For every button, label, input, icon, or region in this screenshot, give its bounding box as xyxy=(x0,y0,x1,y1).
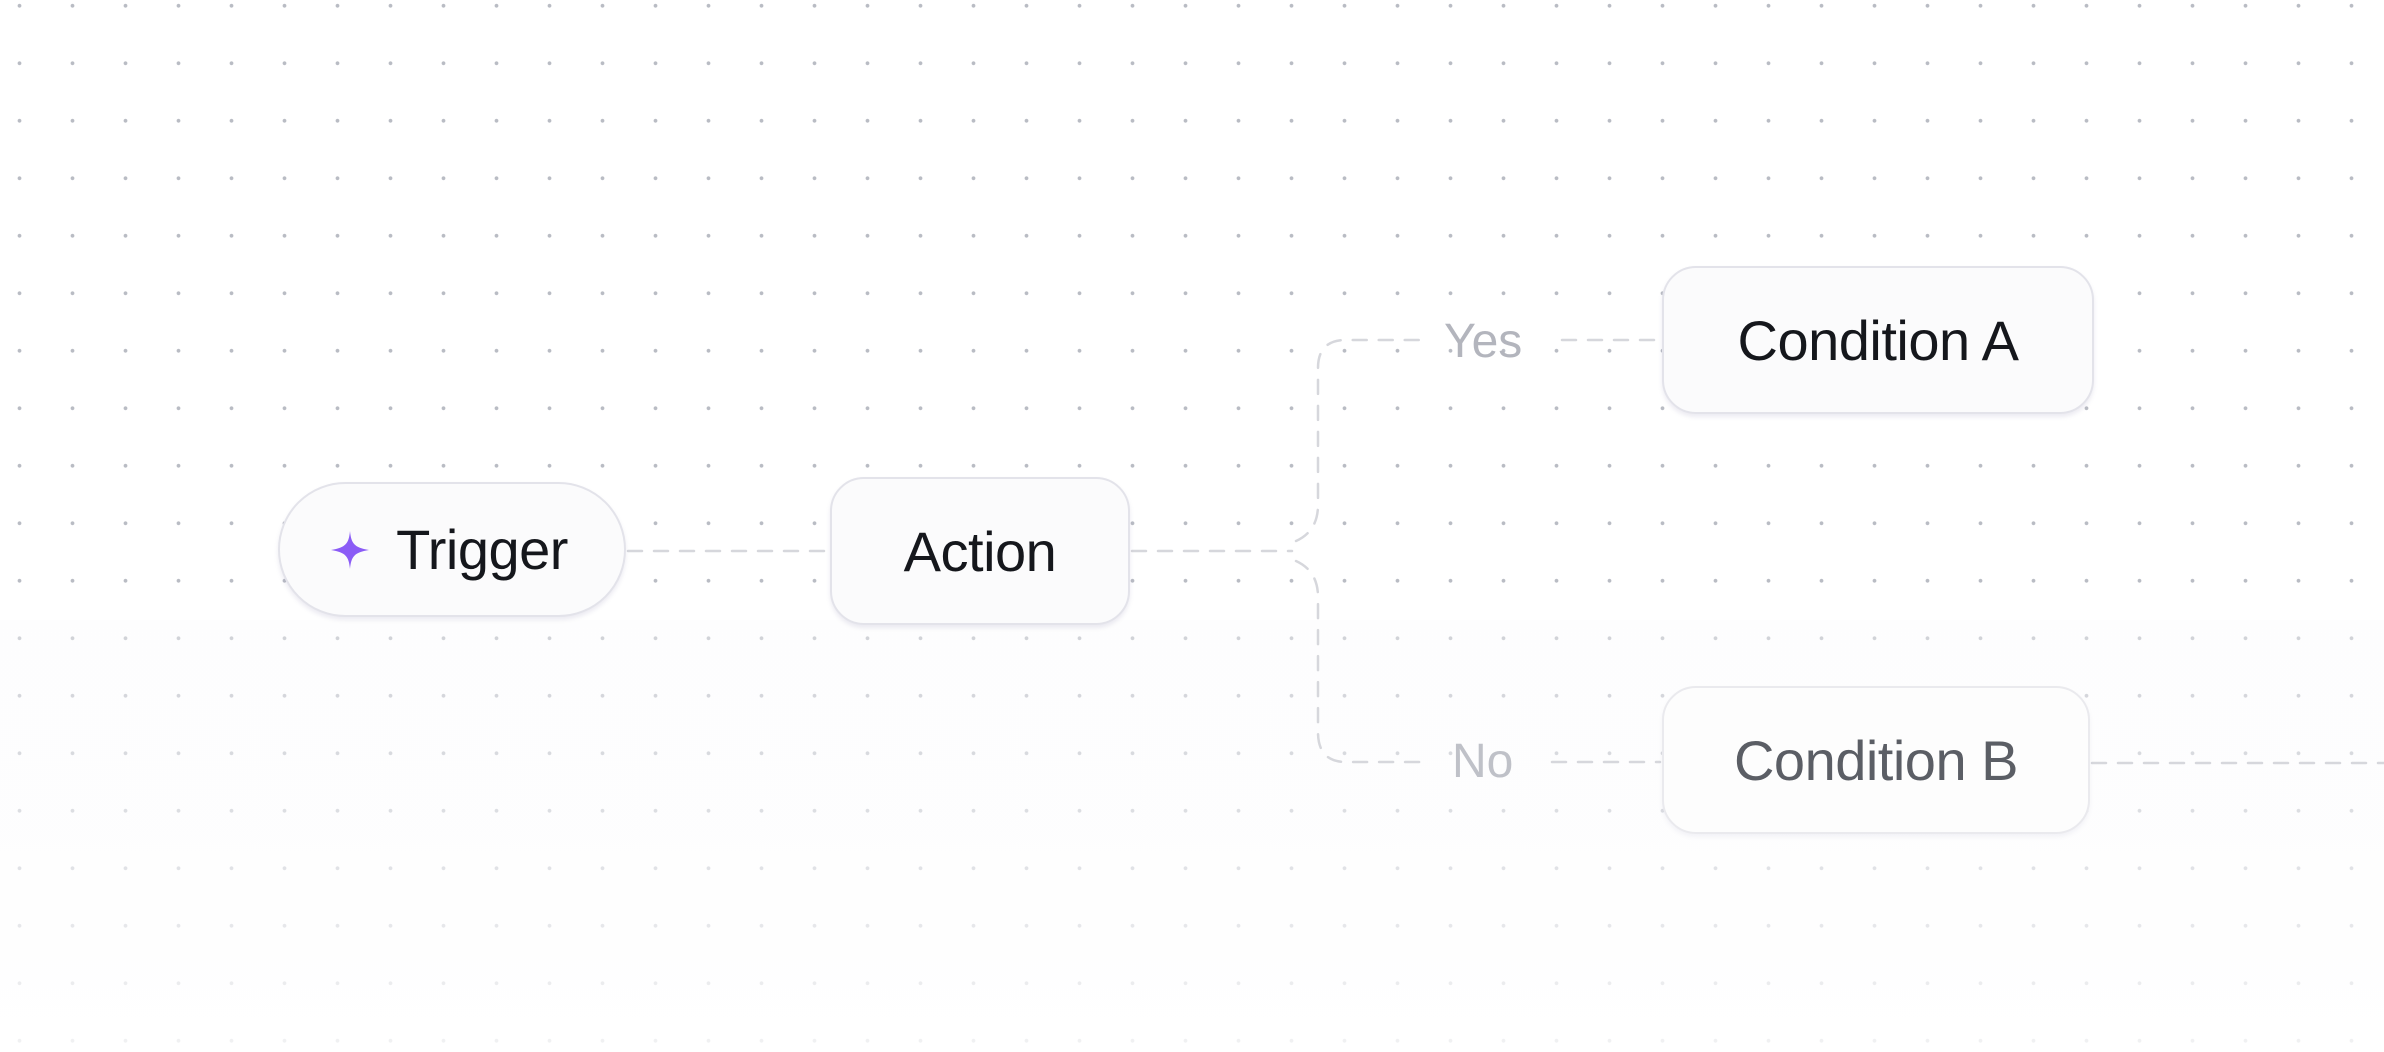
condition-a-node[interactable]: Condition A xyxy=(1662,266,2094,414)
condition-a-node-label: Condition A xyxy=(1737,308,2019,372)
action-node-label: Action xyxy=(903,519,1057,583)
canvas-fade-overlay xyxy=(0,620,2384,1052)
action-node[interactable]: Action xyxy=(830,477,1130,625)
condition-b-node[interactable]: Condition B xyxy=(1662,686,2090,834)
no-branch-label: No xyxy=(1452,735,1514,788)
edge-no-branch xyxy=(1294,559,1432,764)
trigger-node[interactable]: Trigger xyxy=(278,482,626,617)
edge-yes-branch xyxy=(1294,338,1432,543)
condition-b-node-label: Condition B xyxy=(1733,728,2019,792)
sparkle-icon xyxy=(331,530,370,569)
yes-branch-label: Yes xyxy=(1444,315,1523,368)
trigger-node-label: Trigger xyxy=(396,518,568,581)
